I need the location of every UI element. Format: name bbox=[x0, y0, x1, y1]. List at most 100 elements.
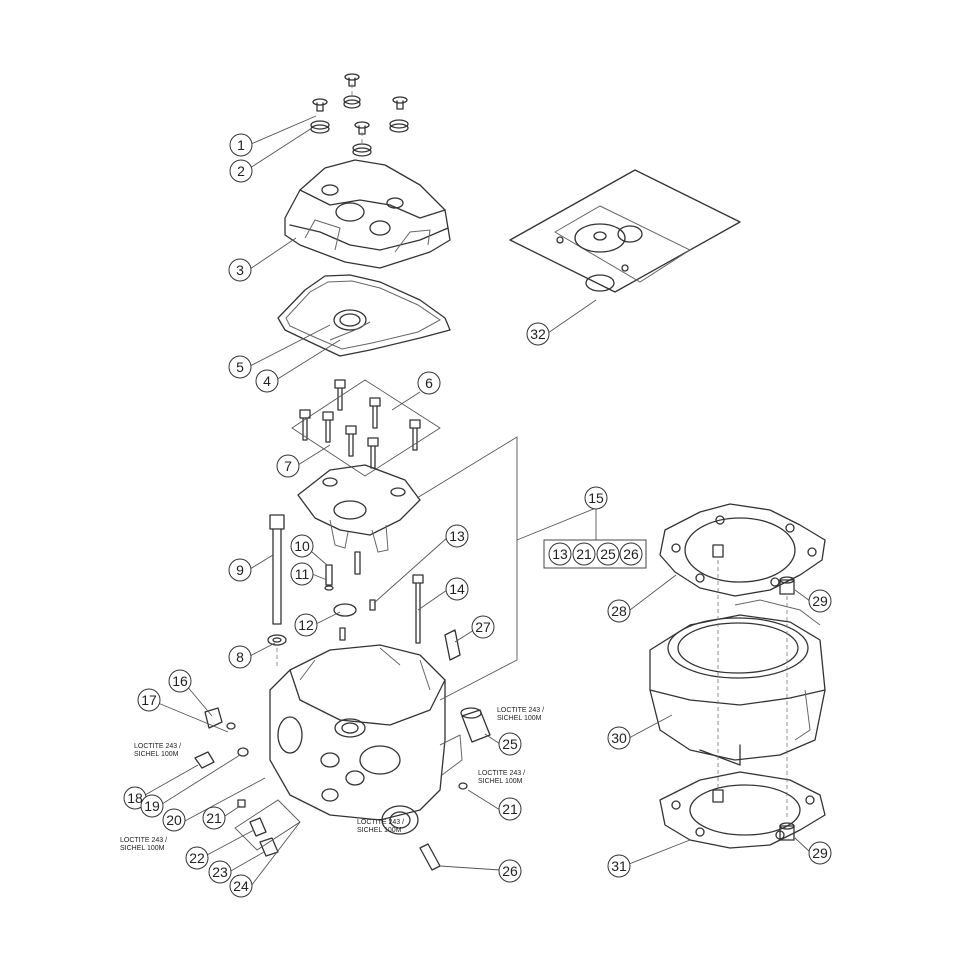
callout-31[interactable]: 31 bbox=[607, 854, 631, 878]
callout-22[interactable]: 22 bbox=[185, 846, 209, 870]
svg-text:26: 26 bbox=[502, 863, 518, 879]
svg-text:SICHEL 100M: SICHEL 100M bbox=[134, 751, 179, 758]
svg-text:21: 21 bbox=[576, 546, 592, 562]
svg-text:15: 15 bbox=[588, 490, 604, 506]
svg-text:3: 3 bbox=[236, 262, 244, 278]
cylinder bbox=[649, 599, 826, 766]
svg-text:11: 11 bbox=[295, 566, 310, 582]
callout-32[interactable]: 32 bbox=[526, 322, 550, 346]
loctite-note-26: LOCTITE 243 / SICHEL 100M bbox=[357, 819, 404, 834]
kit-item-21[interactable]: 21 bbox=[572, 542, 596, 566]
callout-9[interactable]: 9 bbox=[228, 558, 252, 582]
svg-text:13: 13 bbox=[449, 528, 465, 544]
callout-4[interactable]: 4 bbox=[255, 369, 279, 393]
callout-5[interactable]: 5 bbox=[228, 355, 252, 379]
callout-29-top[interactable]: 29 bbox=[808, 589, 832, 613]
svg-text:LOCTITE 243 /: LOCTITE 243 / bbox=[497, 707, 544, 714]
kit-item-13[interactable]: 13 bbox=[548, 542, 572, 566]
callout-17[interactable]: 17 bbox=[137, 688, 161, 712]
callout-20[interactable]: 20 bbox=[162, 808, 186, 832]
callout-16[interactable]: 16 bbox=[168, 669, 192, 693]
camshaft-bridge bbox=[297, 464, 421, 553]
cylinder-head bbox=[269, 644, 463, 835]
callout-3[interactable]: 3 bbox=[228, 258, 252, 282]
svg-text:22: 22 bbox=[189, 850, 205, 866]
svg-text:LOCTITE 243 /: LOCTITE 243 / bbox=[478, 770, 525, 777]
gasket-set-sheet bbox=[509, 169, 741, 293]
callout-26[interactable]: 26 bbox=[498, 859, 522, 883]
svg-text:SICHEL 100M: SICHEL 100M bbox=[357, 827, 402, 834]
callout-21-right[interactable]: 21 bbox=[498, 797, 522, 821]
callout-30[interactable]: 30 bbox=[607, 726, 631, 750]
svg-text:LOCTITE 243 /: LOCTITE 243 / bbox=[120, 837, 167, 844]
callout-29-bottom[interactable]: 29 bbox=[808, 841, 832, 865]
right-fittings bbox=[419, 707, 491, 871]
svg-text:21: 21 bbox=[502, 801, 518, 817]
callout-23[interactable]: 23 bbox=[208, 860, 232, 884]
parts-artwork bbox=[194, 73, 826, 871]
svg-text:SICHEL 100M: SICHEL 100M bbox=[478, 778, 523, 785]
callout-14[interactable]: 14 bbox=[445, 577, 469, 601]
loctite-note-21: LOCTITE 243 / SICHEL 100M bbox=[478, 770, 525, 785]
callout-13[interactable]: 13 bbox=[445, 524, 469, 548]
callout-18[interactable]: 18 bbox=[123, 786, 147, 810]
svg-text:SICHEL 100M: SICHEL 100M bbox=[120, 845, 165, 852]
callout-28[interactable]: 28 bbox=[607, 599, 631, 623]
callout-27[interactable]: 27 bbox=[471, 615, 495, 639]
svg-text:14: 14 bbox=[449, 581, 465, 597]
kit-15-box: 13 21 25 26 bbox=[543, 539, 647, 569]
dowel-bottom bbox=[779, 822, 795, 841]
svg-text:7: 7 bbox=[284, 458, 292, 474]
svg-text:31: 31 bbox=[611, 858, 627, 874]
svg-text:2: 2 bbox=[237, 163, 245, 179]
svg-text:13: 13 bbox=[552, 546, 568, 562]
svg-text:18: 18 bbox=[127, 790, 143, 806]
callout-21-left[interactable]: 21 bbox=[202, 806, 226, 830]
callout-10[interactable]: 10 bbox=[290, 534, 314, 558]
svg-text:17: 17 bbox=[141, 692, 157, 708]
svg-text:24: 24 bbox=[233, 878, 249, 894]
svg-text:29: 29 bbox=[812, 845, 828, 861]
callout-25[interactable]: 25 bbox=[498, 732, 522, 756]
alignment-lines bbox=[276, 84, 788, 820]
cover-bolt-top bbox=[343, 73, 361, 109]
kit-item-25[interactable]: 25 bbox=[596, 542, 620, 566]
svg-text:25: 25 bbox=[502, 736, 518, 752]
svg-text:16: 16 bbox=[172, 673, 188, 689]
cover-bolt-right bbox=[389, 96, 409, 133]
svg-text:1: 1 bbox=[237, 137, 245, 153]
kit-item-26[interactable]: 26 bbox=[619, 542, 643, 566]
callout-24[interactable]: 24 bbox=[229, 874, 253, 898]
callout-8[interactable]: 8 bbox=[228, 645, 252, 669]
callout-1[interactable]: 1 bbox=[229, 133, 253, 157]
svg-text:21: 21 bbox=[206, 810, 222, 826]
base-gasket bbox=[659, 771, 826, 849]
svg-text:12: 12 bbox=[298, 617, 314, 633]
callout-7[interactable]: 7 bbox=[276, 454, 300, 478]
head-gasket bbox=[659, 503, 826, 597]
valve-cover-gasket bbox=[277, 274, 451, 357]
long-stud bbox=[267, 514, 287, 646]
leader-lines bbox=[144, 115, 811, 887]
callout-11[interactable]: 11 bbox=[290, 562, 314, 586]
svg-text:20: 20 bbox=[166, 812, 182, 828]
svg-text:10: 10 bbox=[294, 538, 310, 554]
callout-19[interactable]: 19 bbox=[140, 794, 164, 818]
dowel-top bbox=[779, 576, 795, 595]
loctite-note-22: LOCTITE 243 / SICHEL 100M bbox=[120, 837, 167, 852]
svg-text:19: 19 bbox=[144, 798, 160, 814]
callout-12[interactable]: 12 bbox=[294, 613, 318, 637]
callout-2[interactable]: 2 bbox=[229, 159, 253, 183]
callout-15[interactable]: 15 bbox=[584, 486, 608, 510]
valve-cover bbox=[284, 159, 451, 269]
svg-text:SICHEL 100M: SICHEL 100M bbox=[497, 715, 542, 722]
callouts: 1 2 3 4 5 6 7 8 9 10 11 12 13 14 15 16 1… bbox=[123, 133, 832, 898]
svg-text:6: 6 bbox=[425, 375, 433, 391]
small-parts-center bbox=[324, 551, 461, 661]
cover-bolt-left bbox=[310, 98, 330, 134]
loctite-note-25: LOCTITE 243 / SICHEL 100M bbox=[497, 707, 544, 722]
svg-text:32: 32 bbox=[530, 326, 546, 342]
svg-text:25: 25 bbox=[600, 546, 616, 562]
callout-6[interactable]: 6 bbox=[417, 371, 441, 395]
camshaft-bolts bbox=[291, 379, 441, 477]
